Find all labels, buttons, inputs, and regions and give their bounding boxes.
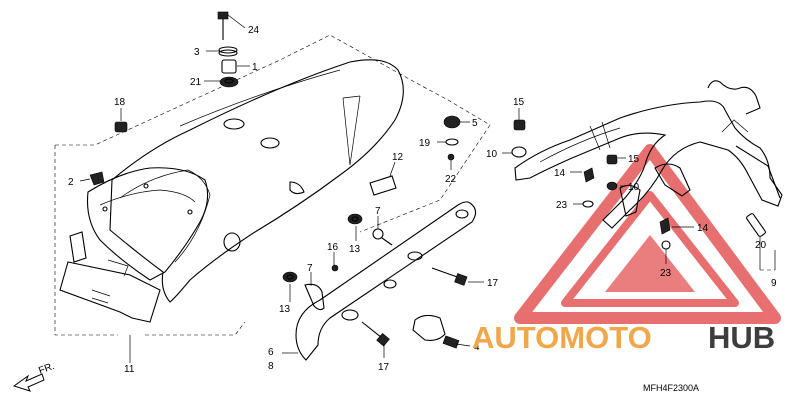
front-direction-label: FR. (37, 361, 56, 377)
screw-16 (331, 264, 339, 272)
washer-22 (447, 153, 455, 161)
lower-bracket (282, 271, 325, 311)
leader-lines (79, 14, 776, 363)
watermark-hub: HUB (708, 320, 775, 355)
grab-rail (514, 80, 783, 229)
callout-3: 3 (194, 47, 200, 58)
callout-13-lower: 13 (279, 304, 291, 315)
callout-14-upper: 14 (554, 168, 566, 179)
damper-5 (443, 115, 461, 129)
nut-14-23-right (659, 217, 671, 250)
pad-12 (369, 175, 397, 196)
bolt-24 (217, 11, 229, 40)
license-bracket (295, 201, 477, 361)
callout-7-lower: 7 (307, 263, 313, 274)
collar-19 (445, 138, 459, 146)
callout-2: 2 (68, 177, 74, 188)
assembly-boundary (54, 34, 775, 336)
callout-12: 12 (392, 152, 404, 163)
callout-19: 19 (419, 138, 431, 149)
callout-15-upper: 15 (513, 97, 525, 108)
callout-9: 9 (771, 278, 777, 289)
callout-18: 18 (114, 97, 126, 108)
callout-17-lower: 17 (378, 362, 390, 373)
rear-fender-cowl (109, 59, 404, 303)
callout-6: 6 (268, 347, 274, 358)
callout-21: 21 (190, 77, 202, 88)
grommet-21 (219, 76, 239, 88)
callout-20: 20 (755, 240, 767, 251)
callout-16: 16 (327, 242, 339, 253)
watermark-auto: AUTOMOTO (472, 320, 652, 355)
callout-10-lower: 10 (628, 182, 640, 193)
watermark-text: AUTOMOTO HUB (472, 320, 775, 355)
callout-14-lower: 14 (697, 223, 709, 234)
callout-24: 24 (248, 25, 260, 36)
clip-2 (89, 171, 105, 186)
diagram-code: MFH4F2300A (643, 383, 699, 393)
callout-15-lower: 15 (628, 154, 640, 165)
callout-23-lower: 23 (660, 268, 672, 279)
rubber-1 (221, 59, 237, 74)
pin-20 (746, 213, 766, 237)
upper-bracket (347, 213, 393, 246)
callout-labels: 24 3 1 21 18 2 11 12 5 19 22 7 13 16 7 1… (68, 25, 777, 375)
callout-5: 5 (472, 118, 478, 129)
callout-8: 8 (268, 361, 274, 372)
lock-part-4 (412, 314, 460, 349)
callout-11: 11 (124, 364, 135, 375)
bolt-18 (114, 121, 128, 133)
rear-mudguard (59, 167, 209, 323)
collar-3 (218, 46, 238, 57)
callout-13-upper: 13 (349, 244, 361, 255)
bolt-17-upper (431, 267, 468, 286)
callout-10-upper: 10 (486, 149, 498, 160)
bolt-17-lower (361, 321, 390, 347)
callout-4: 4 (474, 342, 480, 353)
bolt-15-lower (606, 154, 618, 191)
bolt-15-upper (511, 119, 527, 158)
callout-7-upper: 7 (375, 206, 381, 217)
callout-1: 1 (252, 62, 258, 73)
nut-14-23-left (582, 167, 595, 208)
callout-23-upper: 23 (556, 200, 568, 211)
front-direction-arrow: FR. (12, 361, 56, 392)
watermark-triangle-logo (514, 144, 781, 324)
callout-17-upper: 17 (487, 278, 499, 289)
callout-22: 22 (445, 174, 457, 185)
